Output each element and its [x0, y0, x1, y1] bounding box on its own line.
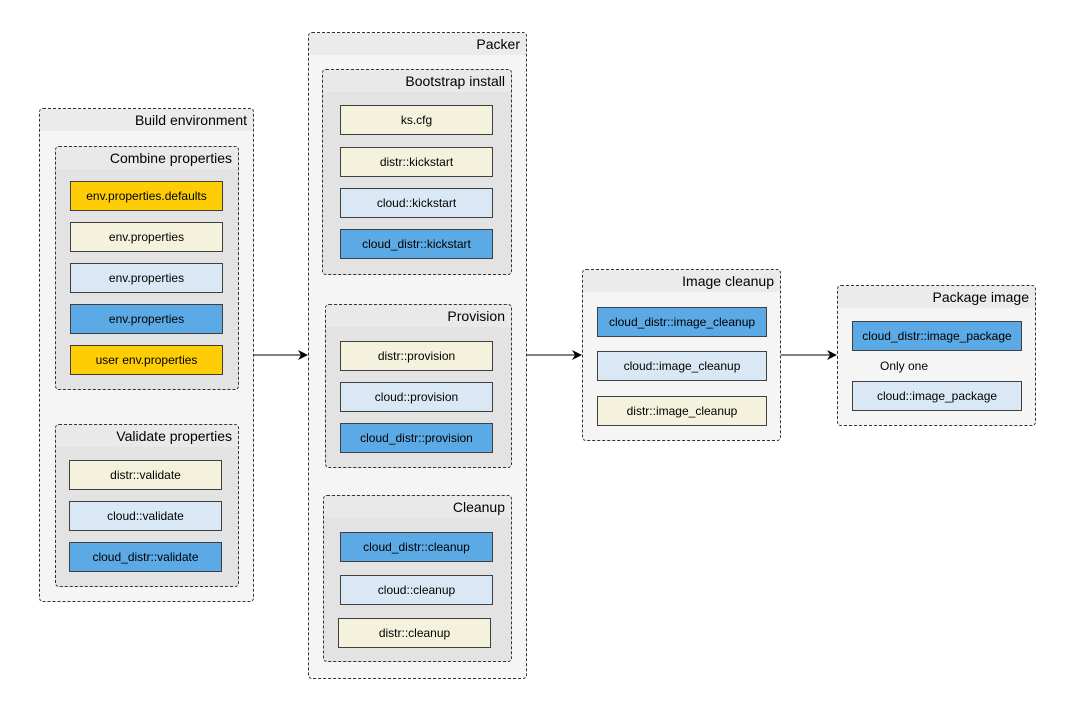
- node-bootstrap-2[interactable]: distr::kickstart: [340, 147, 493, 177]
- group-title: Validate properties: [56, 425, 238, 447]
- node-image-cleanup-1[interactable]: cloud_distr::image_cleanup: [597, 307, 767, 337]
- node-provision-3[interactable]: cloud_distr::provision: [340, 423, 493, 453]
- node-image-cleanup-3[interactable]: distr::image_cleanup: [597, 396, 767, 426]
- group-title: Cleanup: [324, 496, 511, 518]
- group-title: Image cleanup: [583, 270, 780, 292]
- group-title: Package image: [838, 286, 1035, 308]
- node-validate-1[interactable]: distr::validate: [69, 460, 222, 490]
- node-bootstrap-4[interactable]: cloud_distr::kickstart: [340, 229, 493, 259]
- node-combine-1[interactable]: env.properties.defaults: [70, 181, 223, 211]
- group-title: Bootstrap install: [323, 70, 511, 92]
- node-combine-2[interactable]: env.properties: [70, 222, 223, 252]
- node-cleanup-2[interactable]: cloud::cleanup: [340, 575, 493, 605]
- node-combine-5[interactable]: user env.properties: [70, 345, 223, 375]
- node-bootstrap-1[interactable]: ks.cfg: [340, 105, 493, 135]
- node-validate-3[interactable]: cloud_distr::validate: [69, 542, 222, 572]
- group-title: Combine properties: [56, 147, 238, 169]
- only-one-label: Only one: [880, 359, 929, 373]
- node-validate-2[interactable]: cloud::validate: [69, 501, 222, 531]
- node-package-1[interactable]: cloud_distr::image_package: [852, 321, 1022, 351]
- group-title: Build environment: [40, 109, 253, 131]
- node-package-2[interactable]: cloud::image_package: [852, 381, 1022, 411]
- node-provision-1[interactable]: distr::provision: [340, 341, 493, 371]
- node-combine-3[interactable]: env.properties: [70, 263, 223, 293]
- node-cleanup-1[interactable]: cloud_distr::cleanup: [340, 532, 493, 562]
- group-title: Provision: [326, 305, 511, 327]
- node-bootstrap-3[interactable]: cloud::kickstart: [340, 188, 493, 218]
- node-combine-4[interactable]: env.properties: [70, 304, 223, 334]
- group-title: Packer: [309, 33, 526, 55]
- node-provision-2[interactable]: cloud::provision: [340, 382, 493, 412]
- node-image-cleanup-2[interactable]: cloud::image_cleanup: [597, 351, 767, 381]
- node-cleanup-3[interactable]: distr::cleanup: [338, 618, 491, 648]
